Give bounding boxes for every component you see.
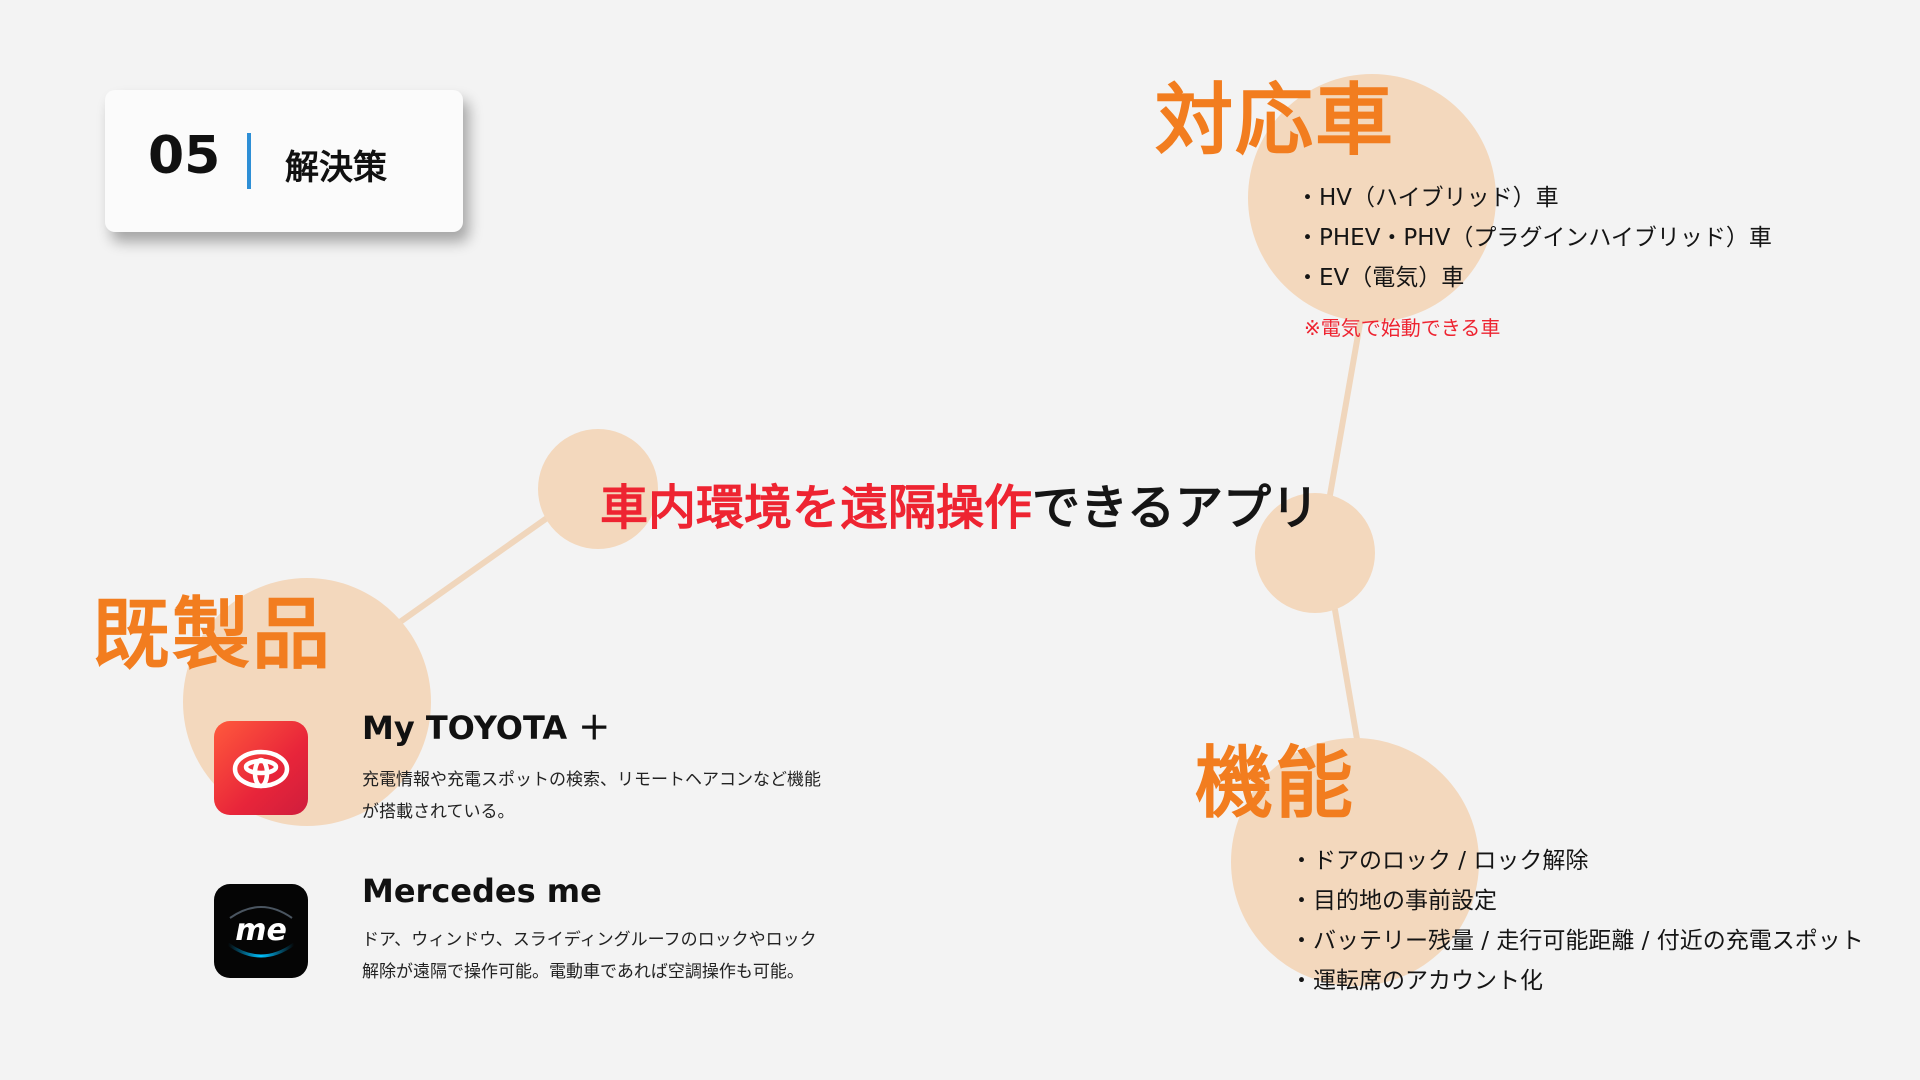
existing-heading: 既製品 <box>92 590 333 680</box>
section-divider <box>247 133 251 189</box>
list-item: 目的地の事前設定 <box>1290 881 1864 921</box>
app-desc-toyota: 充電情報や充電スポットの検索、リモートヘアコンなど機能 が搭載されている。 <box>362 764 882 828</box>
node-circle-hub <box>1255 493 1375 613</box>
app-desc-line: 充電情報や充電スポットの検索、リモートヘアコンなど機能 <box>362 770 821 790</box>
list-item: ドアのロック / ロック解除 <box>1290 841 1864 881</box>
app-desc-line: 解除が遠隔で操作可能。電動車であれば空調操作も可能。 <box>362 962 804 982</box>
section-card <box>105 90 463 232</box>
connector-line <box>397 515 550 625</box>
app-desc-line: ドア、ウィンドウ、スライディングルーフのロックやロック <box>362 930 817 950</box>
center-title-highlight: 車内環境を遠隔操作 <box>600 480 1033 536</box>
app-desc-mercedes: ドア、ウィンドウ、スライディングルーフのロックやロック 解除が遠隔で操作可能。電… <box>362 924 882 988</box>
connector-line <box>1332 607 1361 748</box>
app-desc-line: が搭載されている。 <box>362 802 515 822</box>
center-title: 車内環境を遠隔操作できるアプリ <box>600 484 1319 532</box>
connector-line <box>1327 292 1368 498</box>
list-item: バッテリー残量 / 走行可能距離 / 付近の充電スポット <box>1290 921 1864 961</box>
section-number: 05 <box>148 126 221 186</box>
mercedes-me-logo-icon: me <box>214 884 308 978</box>
center-title-rest: できるアプリ <box>1032 480 1320 536</box>
node-circle-center <box>538 429 658 549</box>
supported-note: ※電気で始動できる車 <box>1304 316 1501 340</box>
list-item: PHEV・PHV（プラグインハイブリッド）車 <box>1296 218 1772 258</box>
supported-list: HV（ハイブリッド）車 PHEV・PHV（プラグインハイブリッド）車 EV（電気… <box>1296 178 1772 298</box>
mercedes-me-logo-text: me <box>235 913 287 948</box>
features-heading: 機能 <box>1195 739 1356 829</box>
features-list: ドアのロック / ロック解除 目的地の事前設定 バッテリー残量 / 走行可能距離… <box>1290 841 1864 1001</box>
section-title: 解決策 <box>285 148 387 188</box>
list-item: EV（電気）車 <box>1296 258 1772 298</box>
app-name-toyota: My TOYOTA ＋ <box>362 709 611 747</box>
list-item: HV（ハイブリッド）車 <box>1296 178 1772 218</box>
app-name-mercedes: Mercedes me <box>362 872 602 910</box>
toyota-logo-icon <box>214 721 308 815</box>
list-item: 運転席のアカウント化 <box>1290 961 1864 1001</box>
supported-heading: 対応車 <box>1155 76 1396 166</box>
